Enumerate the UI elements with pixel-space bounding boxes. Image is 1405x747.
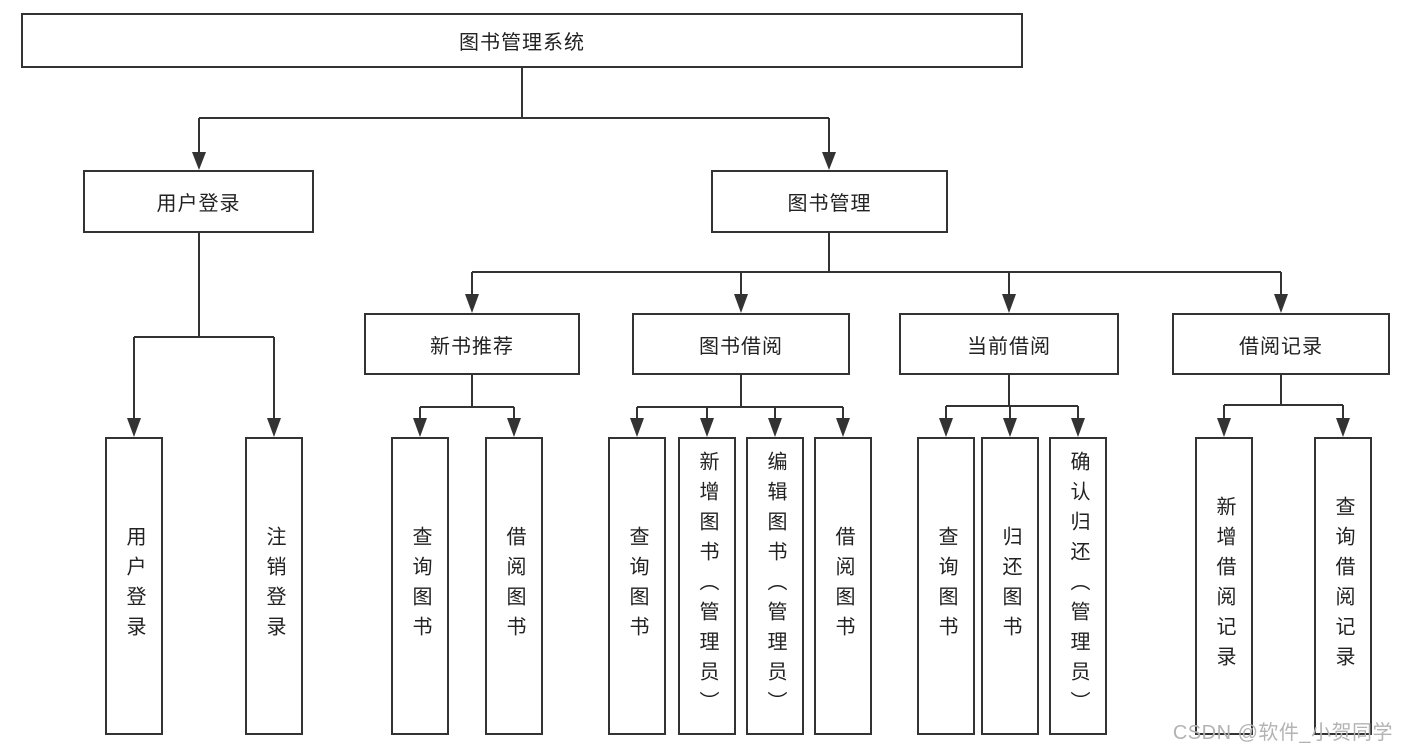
leaf-records-query-record: 查询借阅记录 bbox=[1314, 437, 1372, 735]
leaf-recommend-query-books: 查询图书 bbox=[391, 437, 449, 735]
leaf-borrow-edit-books-admin: 编辑图书（管理员） bbox=[746, 437, 804, 735]
leaf-borrow-query-books: 查询图书 bbox=[608, 437, 666, 735]
leaf-borrow-add-books-admin: 新增图书（管理员） bbox=[678, 437, 736, 735]
connector-mgmt-to-level3 bbox=[465, 233, 1288, 313]
node-borrow-records: 借阅记录 bbox=[1172, 313, 1390, 375]
node-root-system: 图书管理系统 bbox=[21, 13, 1023, 68]
connector-borrow-to-children bbox=[630, 375, 850, 437]
node-book-borrow: 图书借阅 bbox=[632, 313, 850, 375]
node-book-management: 图书管理 bbox=[711, 170, 948, 233]
node-user-login: 用户登录 bbox=[83, 170, 314, 233]
connector-recommend-to-children bbox=[413, 375, 521, 437]
leaf-user-login: 用户登录 bbox=[105, 437, 163, 735]
leaf-current-confirm-return-admin: 确认归还（管理员） bbox=[1049, 437, 1107, 735]
connector-root-to-level2 bbox=[192, 68, 836, 170]
leaf-borrow-borrow-books: 借阅图书 bbox=[814, 437, 872, 735]
connector-login-to-children bbox=[127, 233, 281, 437]
csdn-watermark: CSDN @软件_小贺同学 bbox=[1172, 722, 1393, 744]
leaf-current-query-books: 查询图书 bbox=[917, 437, 975, 735]
connector-records-to-children bbox=[1217, 375, 1350, 437]
leaf-current-return-books: 归还图书 bbox=[981, 437, 1039, 735]
node-current-borrow: 当前借阅 bbox=[899, 313, 1119, 375]
node-new-book-recommend: 新书推荐 bbox=[364, 313, 580, 375]
leaf-logout: 注销登录 bbox=[245, 437, 303, 735]
connector-current-to-children bbox=[939, 375, 1085, 437]
leaf-recommend-borrow-books: 借阅图书 bbox=[485, 437, 543, 735]
leaf-records-add-record: 新增借阅记录 bbox=[1195, 437, 1253, 735]
